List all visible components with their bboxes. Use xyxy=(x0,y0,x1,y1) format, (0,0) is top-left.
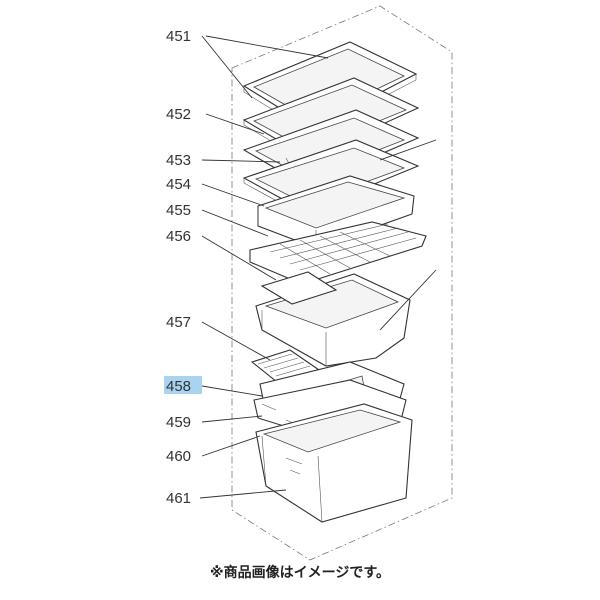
callout-460: 460 xyxy=(166,448,191,465)
leader-lines xyxy=(199,35,437,499)
callout-461: 461 xyxy=(166,490,191,507)
callout-458-highlight xyxy=(164,376,202,394)
image-disclaimer: ※商品画像はイメージです。 xyxy=(210,565,390,581)
part-460-461-drawer xyxy=(255,403,413,523)
callout-459: 459 xyxy=(166,414,191,431)
callout-456: 456 xyxy=(166,228,191,245)
part-457-drawer xyxy=(255,271,411,367)
callout-452: 452 xyxy=(166,106,191,123)
cabinet-outline xyxy=(231,5,453,561)
callout-455: 455 xyxy=(166,202,191,219)
part-456-tray xyxy=(249,221,427,285)
part-455-case xyxy=(257,175,415,249)
callout-454: 454 xyxy=(166,176,191,193)
callout-453: 453 xyxy=(166,152,191,169)
callout-457: 457 xyxy=(166,314,191,331)
callout-451: 451 xyxy=(166,28,191,45)
callout-458: 458 xyxy=(166,378,191,395)
